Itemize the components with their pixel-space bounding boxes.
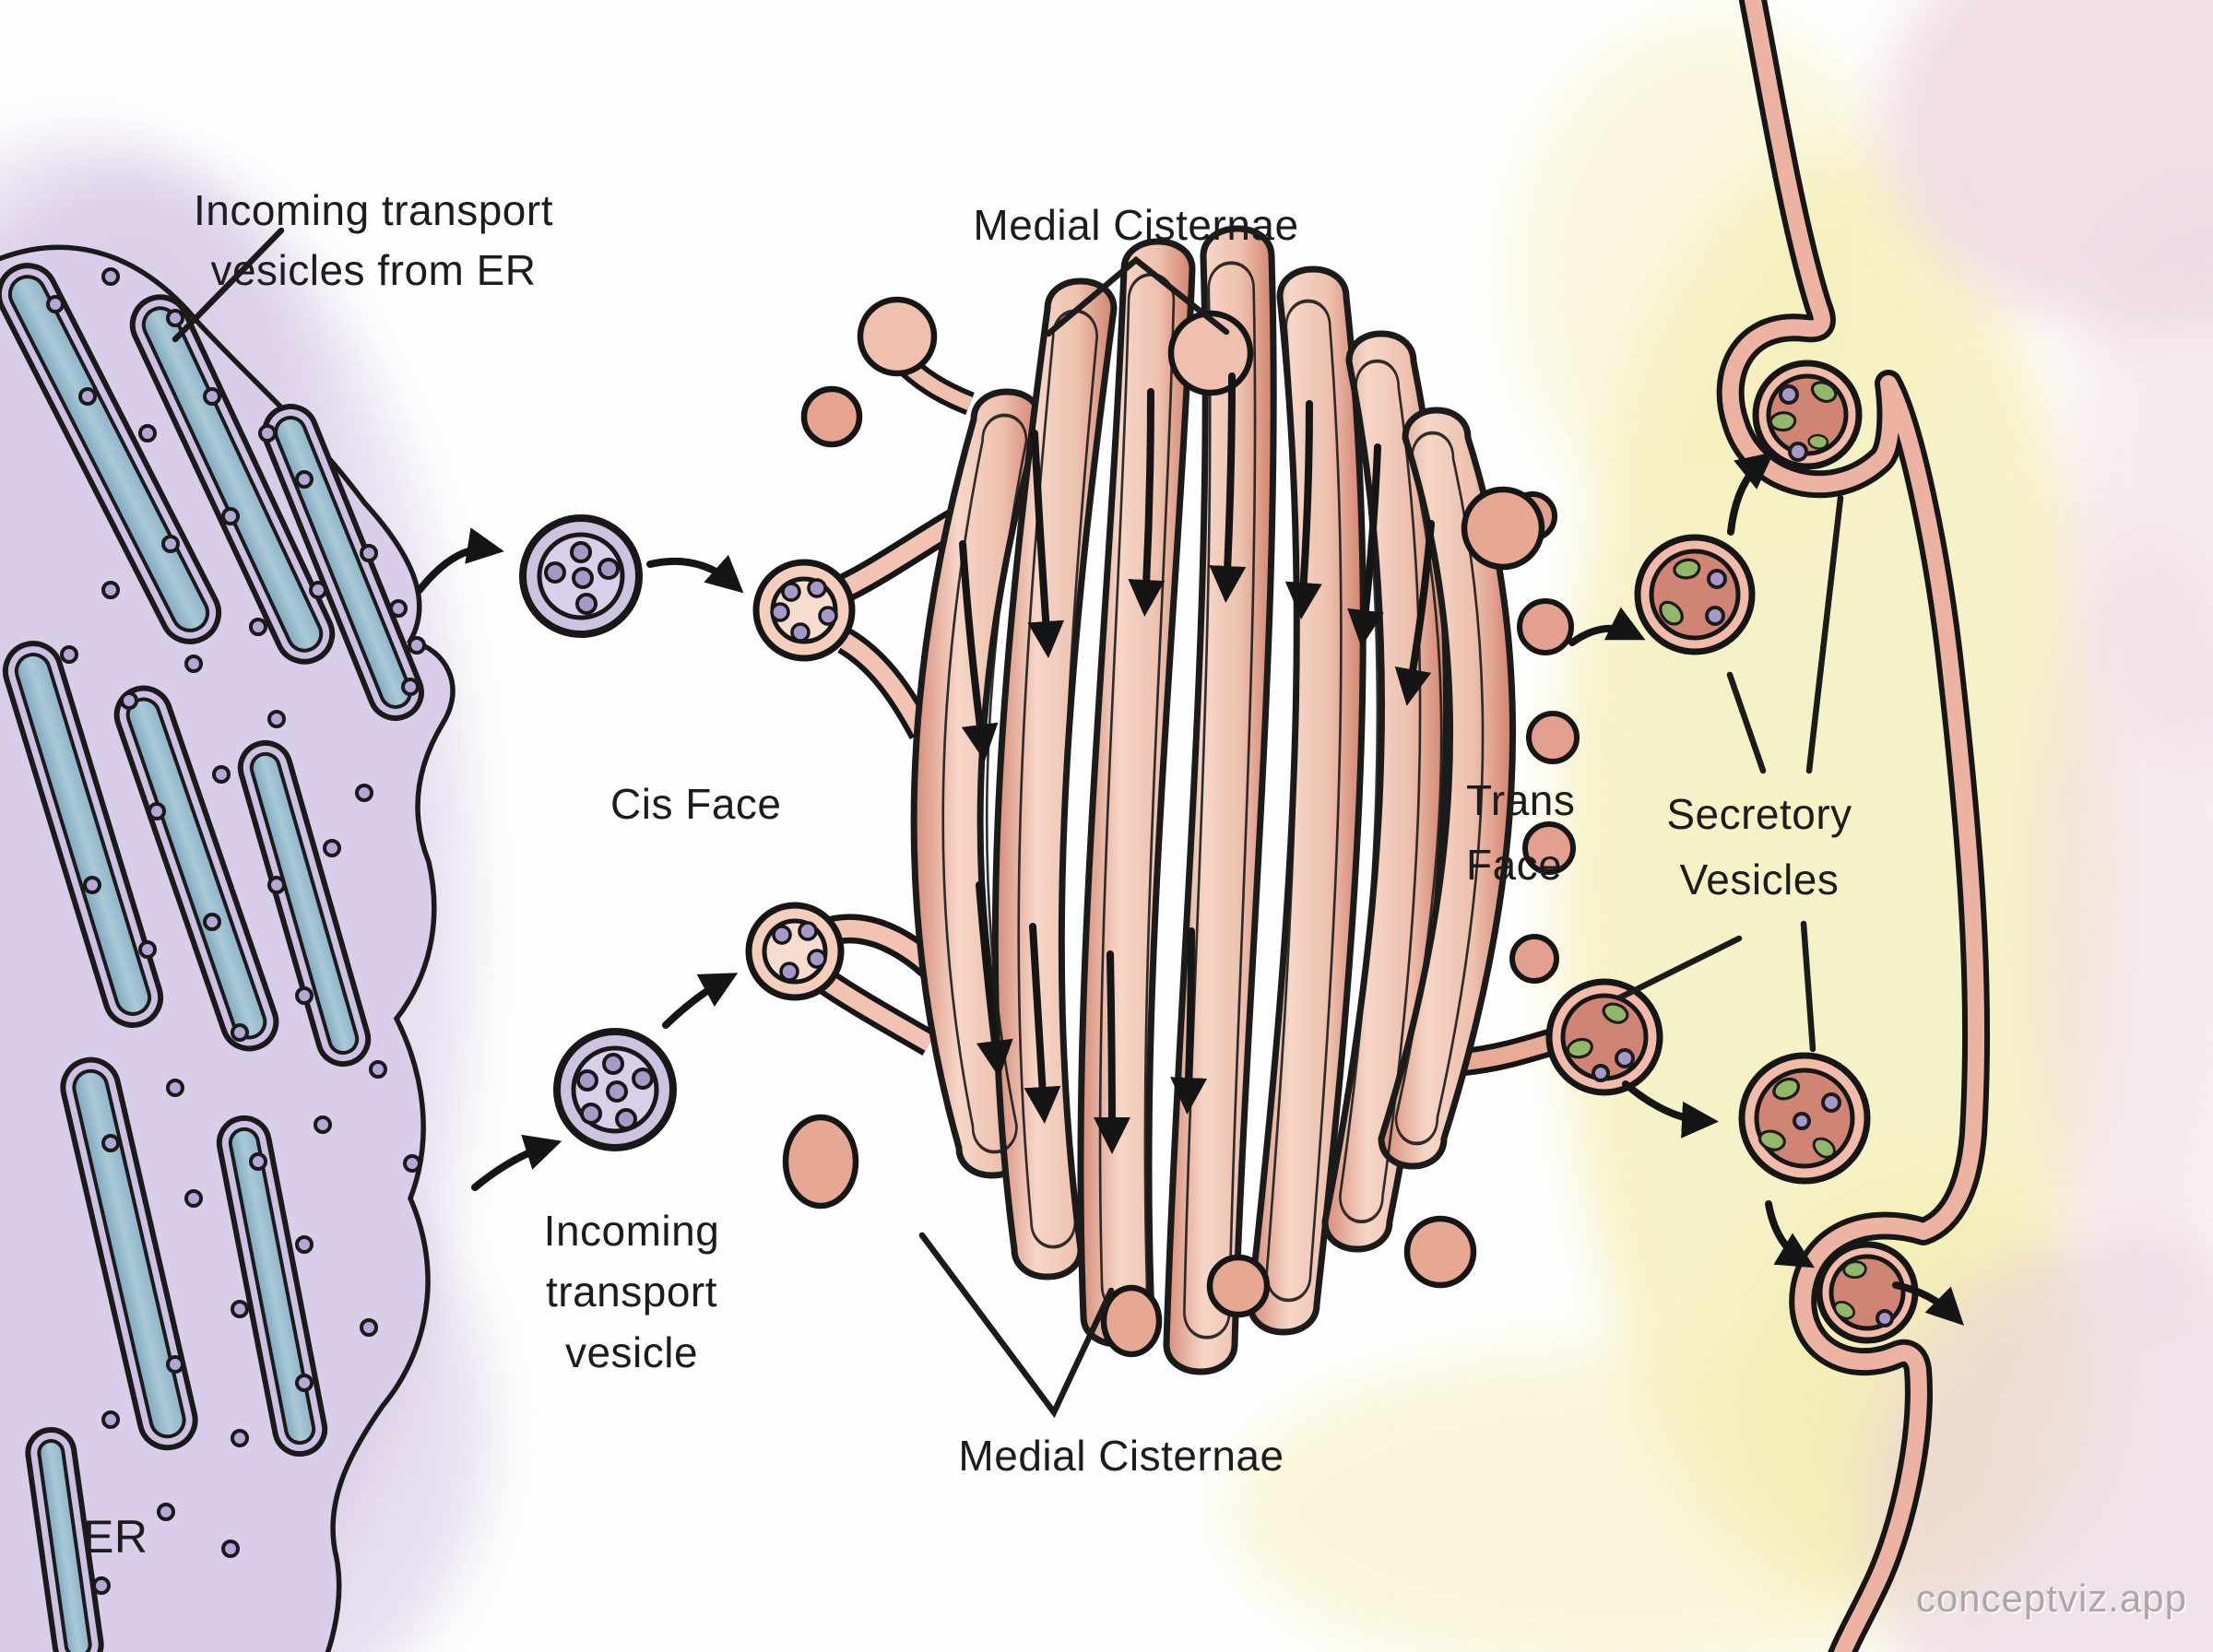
cisterna-flow-arrow: [1128, 388, 1166, 617]
transport-vesicle-bottom: [553, 1028, 677, 1151]
cisterna-flow-arrow: [976, 881, 1013, 1078]
pointer-lines: [172, 227, 1844, 1419]
cisterna-flow-arrow: [1027, 430, 1065, 658]
pointer-incoming-er: [172, 227, 285, 343]
cisterna-flow-arrow: [1347, 443, 1384, 647]
secretory-vesicle-right-of-trans: [1634, 534, 1756, 655]
label-incoming-transport-vesicle: Incoming transport vesicle: [543, 1207, 720, 1377]
label-secretory-vesicles: Secretory Vesicles: [1666, 790, 1852, 904]
flow-arrows: [416, 372, 1964, 1326]
pointer-medial-top: [1045, 255, 1230, 337]
label-cis-face: Cis Face: [610, 780, 782, 828]
cisterna-flow-arrow: [1024, 923, 1061, 1124]
label-medial-cisternae-top: Medial Cisternae: [973, 201, 1299, 249]
label-medial-cisternae-bottom: Medial Cisternae: [958, 1432, 1284, 1480]
golgi-cisternae: [910, 225, 1517, 1375]
endoplasmic-reticulum: [0, 244, 456, 1652]
arrow-er-to-vesicle: [416, 527, 504, 594]
secretory-vesicle-lower: [1738, 1052, 1871, 1185]
arrow-exocytosis: [1892, 1281, 1964, 1326]
cisterna-flow-arrow: [959, 540, 999, 761]
label-trans-face: Trans Face: [1466, 776, 1576, 889]
golgi-cisternae-inner: [941, 261, 1485, 1339]
cisterna-flow-arrow: [1209, 372, 1247, 603]
pointer-secretory-1: [1726, 671, 1767, 774]
cisterna-flow-arrow: [1170, 927, 1208, 1115]
arrow-secretory-up: [1727, 452, 1774, 536]
arrow-vesicle-to-cis-2: [662, 973, 739, 1029]
budding-vesicles: [782, 296, 1545, 1358]
cis-fusing-vesicles: [745, 559, 856, 1001]
secretory-vesicle-budding: [1545, 978, 1663, 1096]
cisterna-flow-arrow: [1284, 400, 1322, 620]
arrow-budding-to-lower: [1622, 1080, 1719, 1139]
arrow-vesicle-to-cis: [646, 554, 744, 594]
label-incoming-transport-vesicles-from-er: Incoming transport vesicles from ER: [194, 186, 553, 295]
plasma-membrane: [1716, 0, 1991, 1652]
transport-vesicle-top: [519, 514, 643, 638]
er-ribosomes: [46, 267, 426, 1595]
pointer-secretory-3: [1616, 935, 1743, 1001]
arrow-lower-to-membrane: [1765, 1200, 1816, 1268]
cisterna-flow-arrow: [1394, 520, 1435, 706]
golgi-apparatus: [814, 225, 1580, 1375]
secretory-vesicle-fusing-bottom: [1816, 1241, 1919, 1344]
pointer-secretory-2: [1805, 494, 1844, 774]
secretory-vesicle-fusing-top: [1752, 360, 1863, 470]
arrow-er-to-vesicle-2: [471, 1134, 562, 1191]
watermark: conceptviz.app: [1915, 1576, 2187, 1620]
pointer-secretory-4: [1800, 920, 1817, 1053]
arrow-trans-to-secretory: [1568, 607, 1646, 646]
label-er: ER: [83, 1511, 148, 1563]
pointer-medial-bottom: [918, 1232, 1115, 1419]
cisterna-flow-arrow: [1093, 950, 1130, 1154]
